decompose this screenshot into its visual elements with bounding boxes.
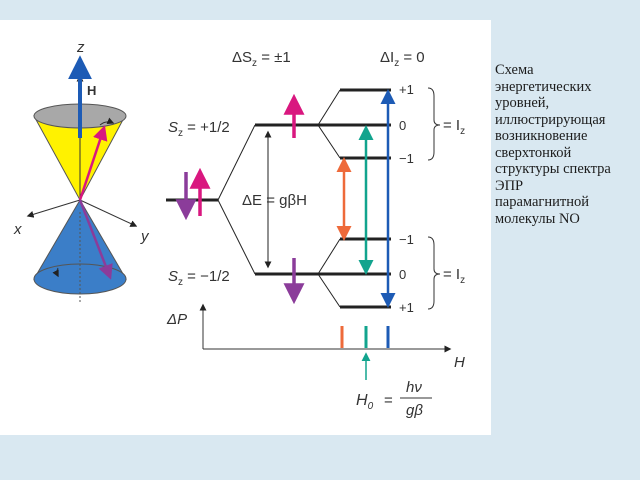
spin-vector-upper	[78, 125, 108, 201]
upper-i-plus1: +1	[399, 82, 414, 97]
y-axis-label: y	[140, 228, 150, 245]
spin-vector-lower	[78, 199, 113, 280]
y-axis	[79, 199, 138, 227]
figure-caption: Схема энергетических уровней, иллюстриру…	[495, 62, 611, 227]
delta-s-header: ΔSz = ±1	[232, 49, 291, 69]
diagram-panel: z y x H ΔSz = ±1 ΔIz = 0 Sz = +1/2	[0, 20, 491, 435]
z-axis-label: z	[76, 39, 85, 56]
h0-numerator: hν	[406, 379, 422, 396]
lower-i-0: 0	[399, 267, 406, 282]
delta-p-label: ΔP	[166, 311, 187, 328]
upper-brace	[427, 87, 441, 161]
h0-denominator: gβ	[406, 402, 423, 419]
x-axis	[26, 199, 81, 218]
upper-iz-label: = Iz	[443, 117, 465, 137]
delta-i-header: ΔIz = 0	[380, 49, 425, 69]
x-axis-label: x	[13, 221, 22, 238]
lower-brace	[427, 236, 441, 310]
upper-i-0: 0	[399, 118, 406, 133]
h0-label: H0	[356, 392, 374, 412]
precession-cone-figure: z y x H	[13, 39, 150, 302]
upper-sz-label: Sz = +1/2	[168, 119, 230, 139]
spectrum-plot: ΔP H H0 = hν gβ	[166, 303, 465, 419]
field-h-label: H	[87, 83, 96, 98]
lower-iz-label: = Iz	[443, 266, 465, 286]
upper-i-minus1: −1	[399, 151, 414, 166]
epr-energy-level-diagram: z y x H ΔSz = ±1 ΔIz = 0 Sz = +1/2	[13, 39, 465, 419]
delta-e-label: ΔE = gβH	[242, 192, 307, 209]
lower-i-minus1: −1	[399, 232, 414, 247]
lower-sz-label: Sz = −1/2	[168, 268, 230, 288]
h0-equals: =	[384, 392, 393, 409]
h-axis-label: H	[454, 354, 465, 371]
lower-i-plus1: +1	[399, 300, 414, 315]
